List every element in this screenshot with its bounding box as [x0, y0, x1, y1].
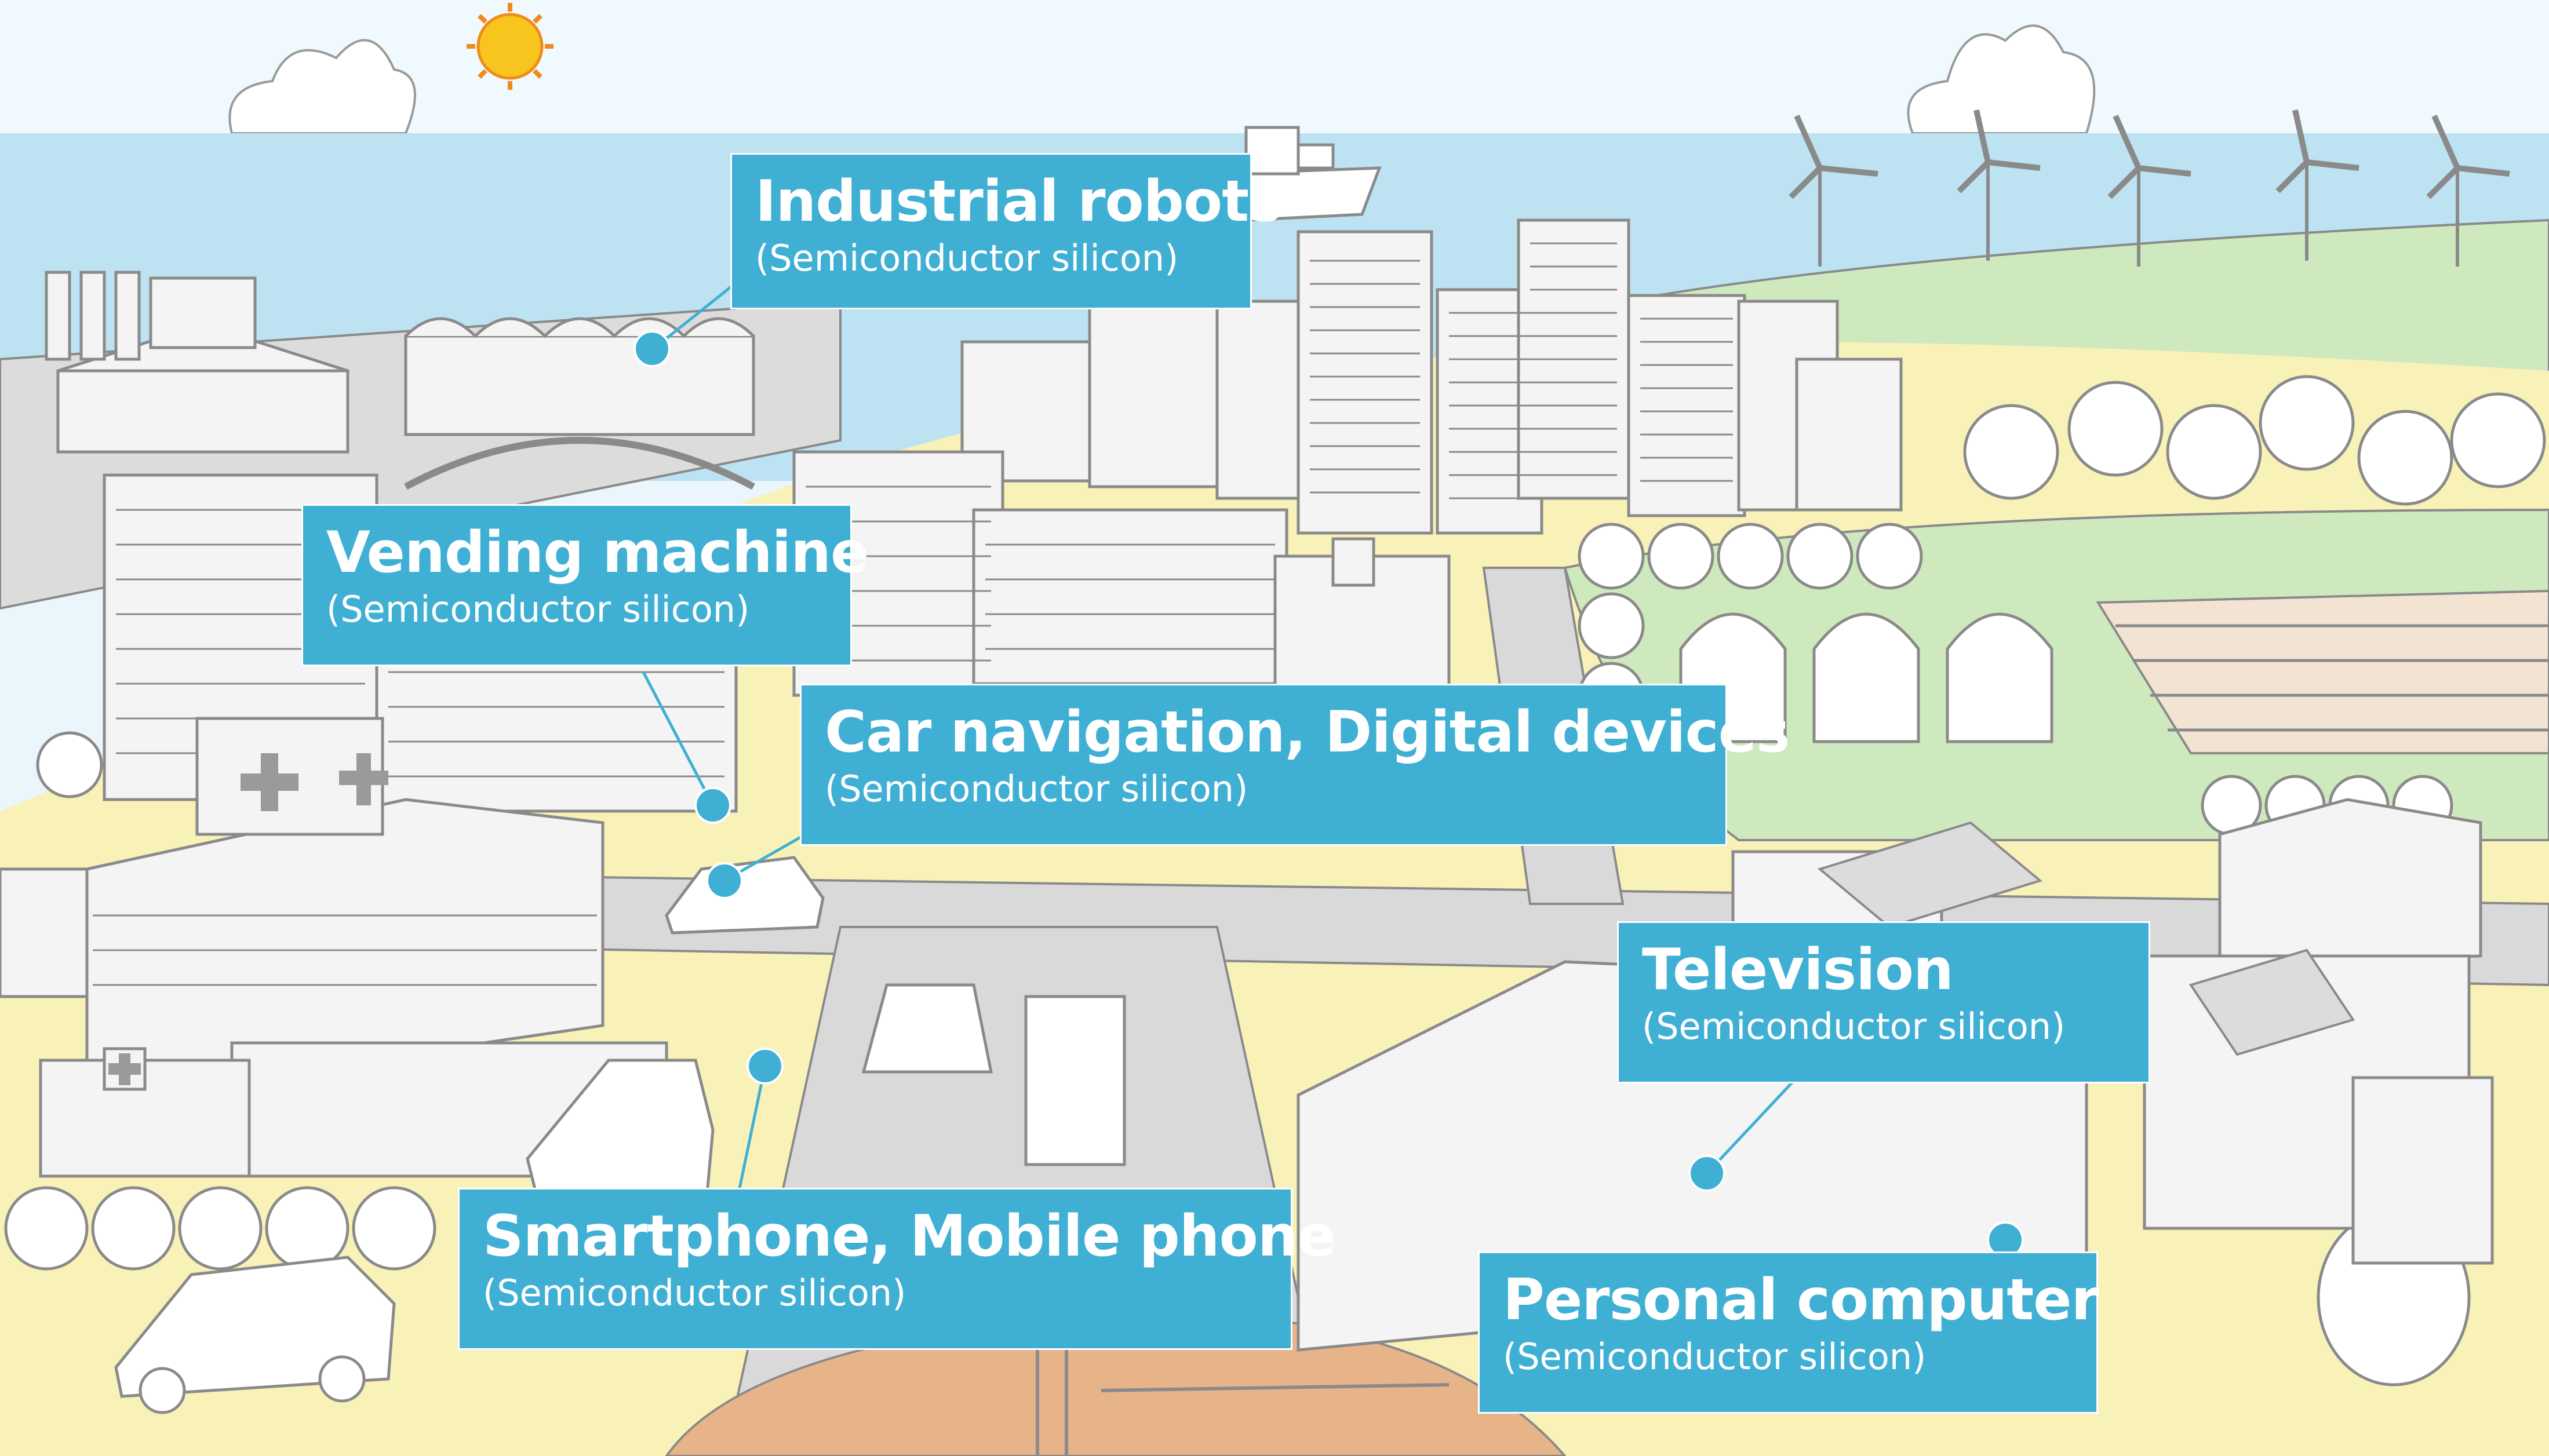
- callout-title: Television: [1642, 937, 1954, 1003]
- callout-industrial-robots: Industrial robots (Semiconductor silicon…: [730, 153, 1282, 309]
- cloud-icon: [228, 39, 416, 134]
- bridge: [404, 437, 755, 490]
- callout-personal-computer: Personal computer (Semiconductor silicon…: [1478, 1251, 2099, 1414]
- callout-car-navigation: Car navigation, Digital devices (Semicon…: [800, 684, 1790, 846]
- medical-cross-icon: [241, 753, 388, 811]
- windows: [93, 914, 597, 986]
- solar-panels: [1817, 821, 2355, 1056]
- factory-buildings: [45, 271, 755, 454]
- sun-icon: [467, 3, 554, 90]
- connector-dots: [633, 330, 2024, 1258]
- callout-subtitle: (Semiconductor silicon): [755, 237, 1179, 279]
- callout-subtitle: (Semiconductor silicon): [825, 768, 1248, 810]
- crop-rows: [2115, 624, 2549, 732]
- callout-title: Industrial robots: [755, 169, 1282, 235]
- callout-vending-machine: Vending machine (Semiconductor silicon): [301, 504, 869, 666]
- crop-field: [2096, 589, 2549, 754]
- callout-smartphone: Smartphone, Mobile phone (Semiconductor …: [458, 1188, 1336, 1350]
- callout-subtitle: (Semiconductor silicon): [483, 1272, 906, 1314]
- sky-gradient: [0, 0, 2549, 139]
- callout-title: Smartphone, Mobile phone: [483, 1203, 1336, 1269]
- pharmacy: [39, 1047, 251, 1178]
- callout-television: Television (Semiconductor silicon): [1617, 921, 2150, 1083]
- callout-title: Car navigation, Digital devices: [825, 699, 1790, 765]
- callout-title: Personal computer: [1503, 1267, 2099, 1333]
- callout-subtitle: (Semiconductor silicon): [326, 588, 750, 630]
- ship-icon: [1214, 126, 1382, 222]
- callout-subtitle: (Semiconductor silicon): [1503, 1335, 1927, 1378]
- callout-title: Vending machine: [326, 520, 869, 586]
- cloud-icon: [1907, 24, 2096, 134]
- wind-turbine-icon: [1789, 109, 2510, 267]
- callout-subtitle: (Semiconductor silicon): [1642, 1005, 2066, 1048]
- pipes: [1036, 1350, 1450, 1456]
- windows: [1310, 242, 1733, 499]
- greenhouse-icon: [1679, 612, 2053, 743]
- car-icon: [114, 856, 1126, 1414]
- medical-cross-icon: [108, 1053, 141, 1085]
